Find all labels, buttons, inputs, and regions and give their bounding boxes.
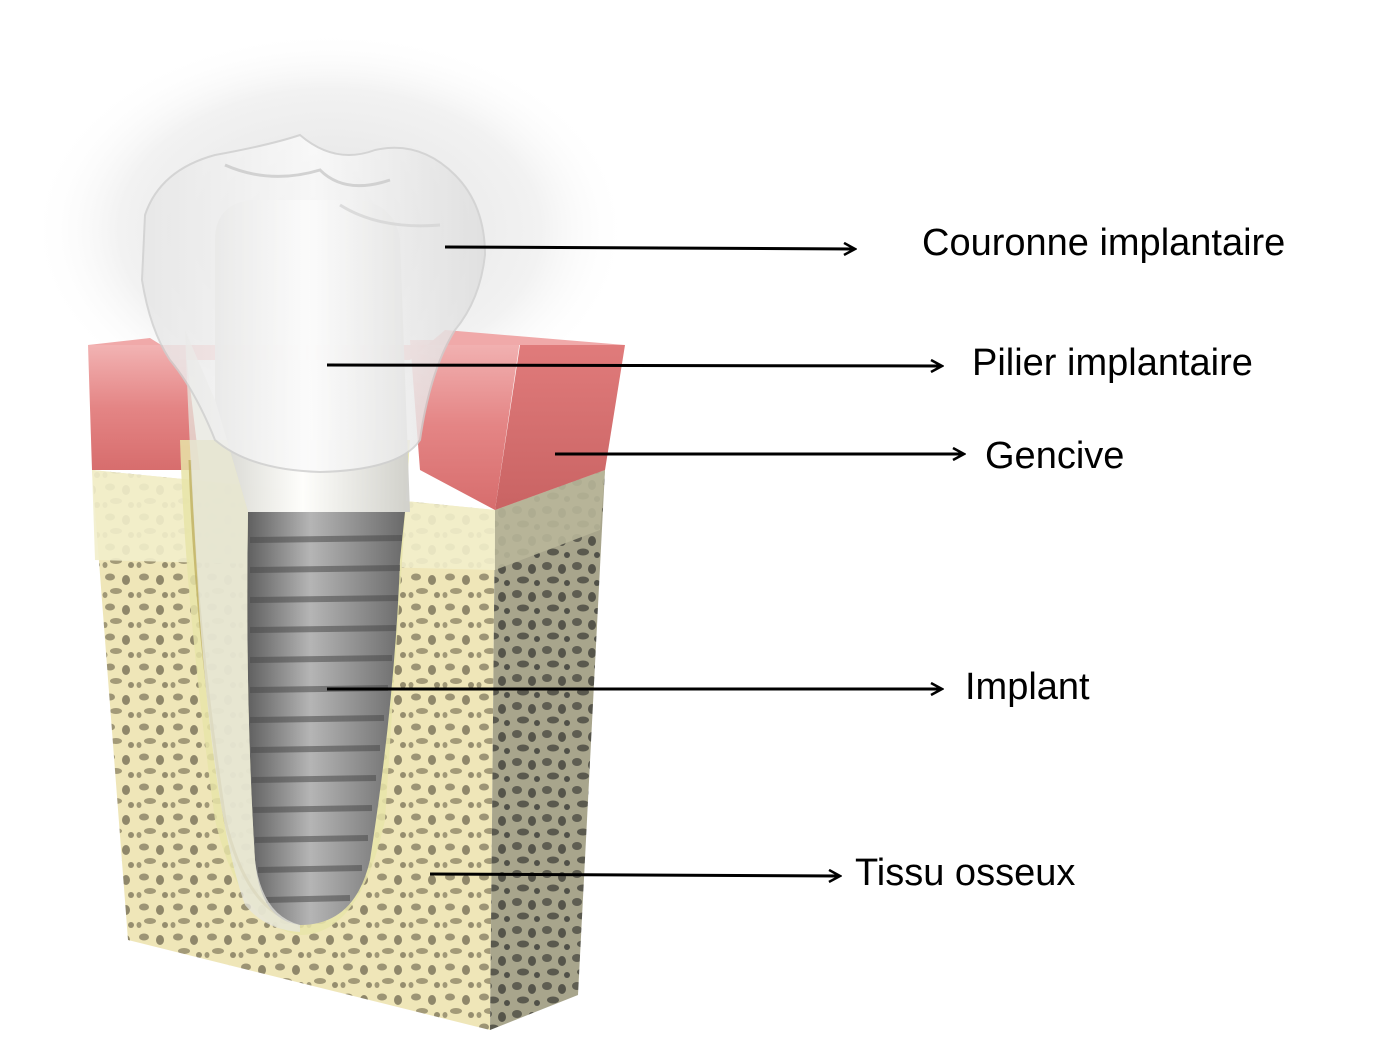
gum-front bbox=[88, 345, 200, 470]
gum-front-right bbox=[410, 340, 520, 510]
crown bbox=[140, 133, 487, 474]
label-bone: Tissu osseux bbox=[855, 852, 1076, 894]
label-implant: Implant bbox=[965, 666, 1090, 708]
label-crown: Couronne implantaire bbox=[922, 222, 1286, 264]
arrow-crown bbox=[444, 247, 855, 249]
bone-side bbox=[490, 470, 605, 1030]
label-abutment: Pilier implantaire bbox=[972, 342, 1253, 384]
gum-side bbox=[495, 345, 625, 510]
arrow-bone bbox=[429, 874, 840, 876]
arrow-abutment bbox=[326, 365, 942, 366]
label-gum: Gencive bbox=[985, 435, 1125, 477]
